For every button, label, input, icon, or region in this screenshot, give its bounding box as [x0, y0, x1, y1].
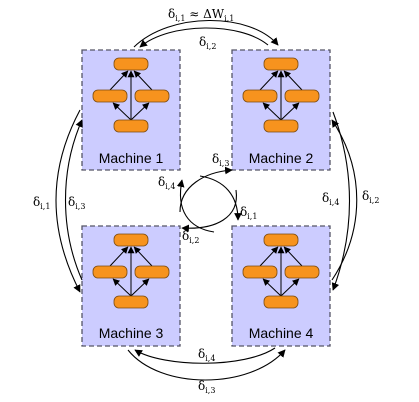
arrow-center-se [199, 175, 242, 221]
graph-edge [280, 102, 300, 121]
graph-edge [262, 278, 282, 297]
label-left-outer: δi,1 [33, 195, 50, 211]
graph-edge [280, 278, 300, 297]
label-top-inner: δi,2 [199, 35, 216, 51]
graph-node [134, 89, 170, 103]
arrow-left-inner [64, 119, 83, 281]
update-arrows [55, 19, 358, 381]
graph-edge [283, 70, 303, 91]
machine-4: Machine 4 [231, 225, 331, 347]
graph-edge [133, 246, 153, 267]
graph-edge [259, 70, 279, 91]
arrow-right-outer [331, 119, 358, 281]
graph-node [113, 119, 149, 133]
graph-edge [133, 70, 153, 91]
graph-edge [109, 246, 129, 267]
machine-1-label: Machine 1 [99, 150, 164, 166]
graph-node [134, 265, 170, 279]
graph-edge [262, 102, 282, 121]
arrow-top-outer [133, 19, 279, 48]
graph-node [284, 89, 320, 103]
network-graph-icon [242, 233, 320, 309]
label-left-inner: δi,3 [68, 195, 85, 211]
arrow-left-outer [55, 109, 81, 293]
graph-node [242, 89, 278, 103]
graph-node [113, 295, 149, 309]
graph-edge [259, 246, 279, 267]
label-center-nw: δi,4 [158, 175, 175, 191]
graph-node [92, 265, 128, 279]
label-top-outer: δi,1 ≈ ΔWi,1 [168, 7, 234, 23]
arrow-center-ne [179, 166, 233, 213]
graph-node [242, 265, 278, 279]
arrow-center-nw [176, 179, 215, 233]
graph-edge [112, 102, 132, 121]
graph-node [263, 295, 299, 309]
graph-node [263, 119, 299, 133]
graph-node [113, 233, 149, 247]
network-graph-icon [242, 57, 320, 133]
graph-node [263, 57, 299, 71]
label-center-se: δi,1 [240, 205, 257, 221]
arrow-top-inner [139, 27, 269, 48]
graph-edge [130, 102, 150, 121]
graph-node [263, 233, 299, 247]
graph-node [284, 265, 320, 279]
arrow-bottom-outer [127, 349, 286, 381]
machine-3: Machine 3 [81, 225, 181, 347]
graph-edge [130, 278, 150, 297]
graph-node [113, 57, 149, 71]
machine-4-label: Machine 4 [249, 325, 314, 341]
label-right-inner: δi,4 [322, 191, 339, 207]
machine-2-label: Machine 2 [249, 150, 314, 166]
arrow-center-sw [181, 189, 237, 233]
delta-labels: δi,1 ≈ ΔWi,1 δi,2 δi,1 δi,3 δi,4 δi,2 δi… [33, 7, 379, 395]
graph-edge [283, 246, 303, 267]
arrow-bottom-inner [134, 347, 276, 364]
graph-node [92, 89, 128, 103]
machine-1: Machine 1 [81, 49, 181, 171]
graph-edge [112, 278, 132, 297]
machine-3-label: Machine 3 [99, 325, 164, 341]
label-center-ne: δi,3 [212, 152, 229, 168]
label-bottom-inner: δi,4 [198, 347, 215, 363]
graph-edge [109, 70, 129, 91]
network-graph-icon [92, 233, 170, 309]
label-bottom-outer: δi,3 [198, 379, 215, 395]
machine-2: Machine 2 [231, 49, 331, 171]
label-right-outer: δi,2 [362, 189, 379, 205]
label-center-sw: δi,2 [182, 229, 199, 245]
network-graph-icon [92, 57, 170, 133]
